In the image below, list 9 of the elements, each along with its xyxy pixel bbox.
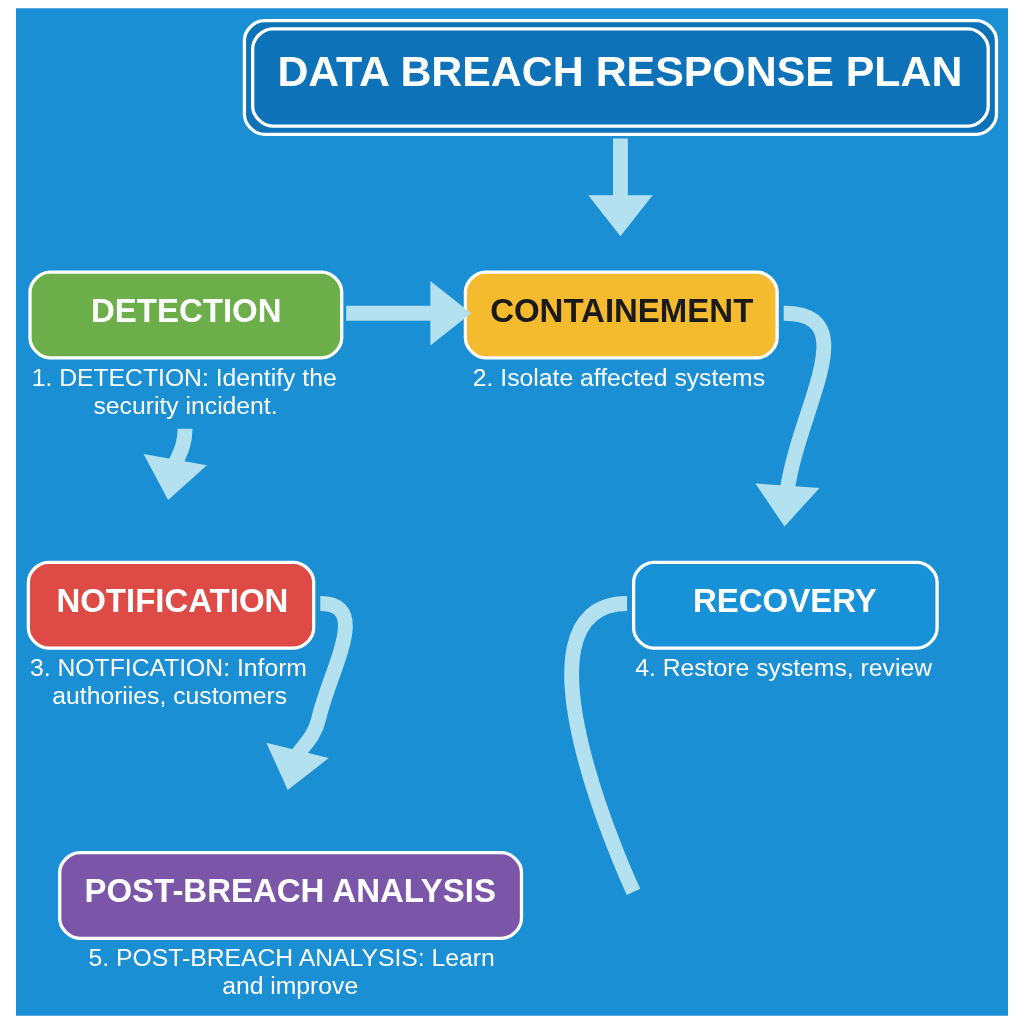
node-label: 5. POST-BREACH ANALYSIS: Learn and improve	[88, 944, 495, 1000]
arrow	[588, 138, 653, 237]
arrow	[143, 428, 207, 500]
node-label: 2. Isolate affected systems	[472, 363, 766, 391]
node-label: 4. Restore systems, review	[635, 654, 932, 682]
arrow	[346, 281, 472, 346]
node-label: 1. DETECTION: Identify the security incident.	[31, 363, 337, 419]
node-label: 3. NOTFICATION: Inform authoriies, customers	[30, 654, 307, 710]
arrow	[266, 596, 353, 790]
